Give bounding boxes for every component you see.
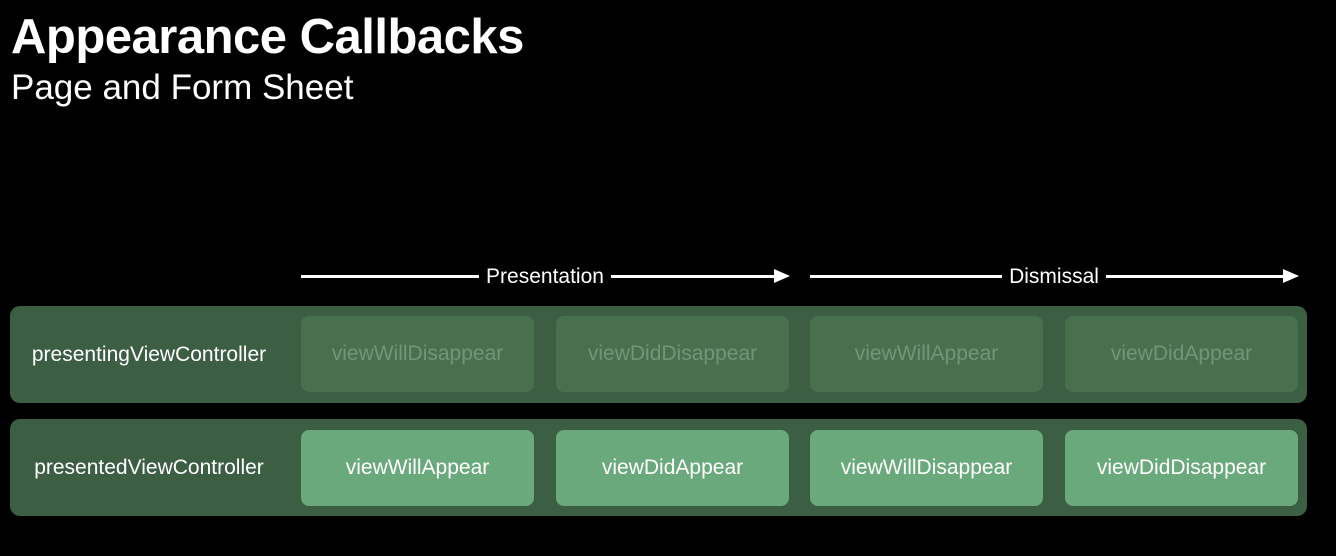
presentation-arrow-line-left: [301, 275, 479, 278]
dismissal-arrow-line-left: [810, 275, 1002, 278]
presented-cell-4: viewDidDisappear: [1065, 430, 1298, 506]
presentation-arrow: Presentation: [301, 263, 790, 291]
presenting-cell-1: viewWillDisappear: [301, 316, 534, 392]
dismissal-arrow-line-right: [1106, 275, 1284, 278]
dismissal-arrow: Dismissal: [810, 263, 1299, 291]
slide-subtitle: Page and Form Sheet: [11, 68, 354, 107]
presented-cell-3: viewWillDisappear: [810, 430, 1043, 506]
presentation-label: Presentation: [486, 265, 604, 288]
dismissal-label: Dismissal: [1009, 265, 1099, 288]
presented-cell-1: viewWillAppear: [301, 430, 534, 506]
row-label-presented: presentedViewController: [34, 456, 264, 479]
dismissal-arrowhead-icon: [1283, 269, 1299, 283]
presenting-cell-3: viewWillAppear: [810, 316, 1043, 392]
presentation-arrowhead-icon: [774, 269, 790, 283]
row-label-presenting: presentingViewController: [31, 343, 267, 366]
presenting-view-controller-row: presentingViewController viewWillDisappe…: [10, 306, 1307, 403]
presenting-cell-2: viewDidDisappear: [556, 316, 789, 392]
slide-title: Appearance Callbacks: [11, 10, 524, 64]
presentation-arrow-line-right: [611, 275, 775, 278]
presenting-cell-4: viewDidAppear: [1065, 316, 1298, 392]
presented-cell-2: viewDidAppear: [556, 430, 789, 506]
presented-view-controller-row: presentedViewController viewWillAppear v…: [10, 419, 1307, 516]
